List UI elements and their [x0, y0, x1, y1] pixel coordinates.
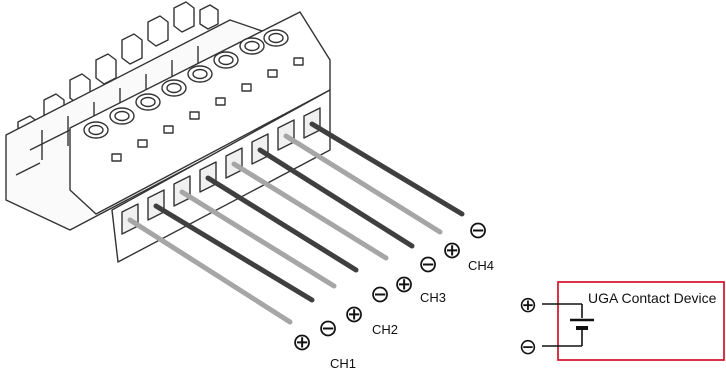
screw-heads [83, 29, 289, 139]
ch4-minus-symbol: ⊖ [468, 216, 488, 244]
ch2-minus-symbol: ⊖ [370, 280, 390, 308]
device-minus-symbol: ⊖ [519, 335, 537, 360]
wire-ch4-plus [283, 133, 443, 235]
wire-ch1-plus [127, 217, 293, 325]
contact-device-box [557, 281, 725, 361]
ch2-label: CH2 [372, 322, 398, 337]
wire-ch2-plus [179, 189, 337, 289]
wire-ch2-minus [205, 175, 359, 273]
ch3-plus-symbol: ⊕ [394, 270, 414, 298]
wire-ch3-minus [257, 147, 415, 249]
battery-icon [570, 304, 594, 346]
wire-ch3-plus [231, 161, 389, 261]
wire-ch1-minus [153, 203, 315, 303]
ch4-plus-symbol: ⊕ [442, 236, 462, 264]
ch2-plus-symbol: ⊕ [344, 300, 364, 328]
ch1-minus-symbol: ⊖ [318, 314, 338, 342]
ch3-minus-symbol: ⊖ [418, 250, 438, 278]
clamp-indicators [111, 57, 304, 162]
wire-ch4-minus [309, 121, 465, 217]
ch1-label: CH1 [330, 356, 356, 371]
ch4-label: CH4 [468, 258, 494, 273]
ch1-plus-symbol: ⊕ [292, 328, 312, 356]
front-face [111, 89, 331, 263]
wires [127, 121, 465, 325]
device-plus-symbol: ⊕ [519, 293, 537, 318]
ch3-label: CH3 [420, 290, 446, 305]
channel-labels: ⊕⊖CH1⊕⊖CH2⊕⊖CH3⊕⊖CH4 [292, 216, 494, 371]
contact-device: UGA Contact Device ⊕ ⊖ [519, 281, 725, 361]
contact-device-title: UGA Contact Device [588, 290, 717, 306]
